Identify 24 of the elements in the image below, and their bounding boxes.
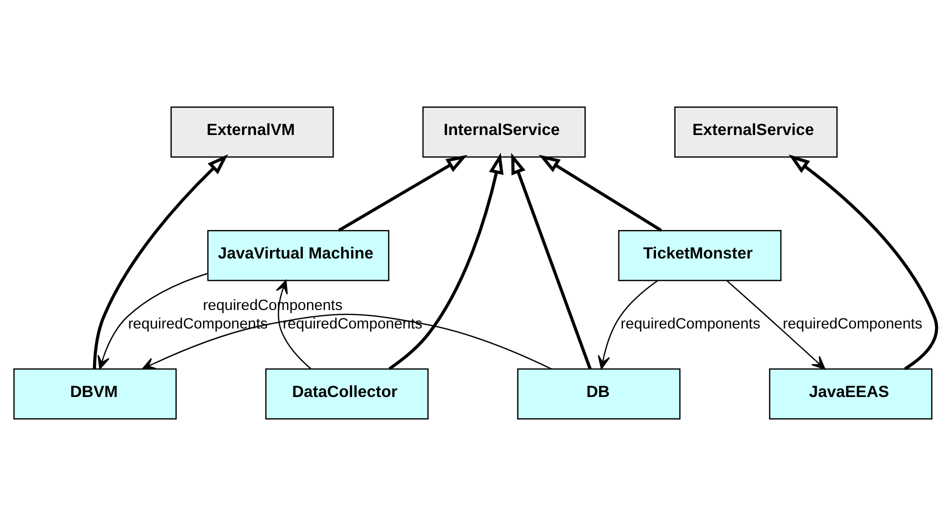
node-box: DataCollector (264, 368, 428, 420)
arrow (597, 280, 658, 370)
arrow (92, 154, 228, 369)
node-box: ExternalVM (170, 106, 334, 158)
arrow (788, 154, 938, 370)
arrow (338, 154, 467, 232)
arrow (275, 280, 311, 370)
arrow (538, 154, 662, 232)
edge-label: requiredComponents (282, 316, 422, 333)
node-box: InternalService (422, 106, 586, 158)
node-box: JavaEEAS (768, 368, 932, 420)
node-box: ExternalService (674, 106, 838, 158)
arrow (726, 280, 825, 370)
node-box: JavaVirtual Machine (206, 230, 389, 282)
arrow (388, 152, 504, 370)
edge-label: requiredComponents (128, 316, 268, 333)
edge-label: requiredComponents (782, 316, 922, 333)
node-box: TicketMonster (618, 230, 782, 282)
arrow (141, 314, 552, 370)
edge-label: requiredComponents (620, 316, 760, 333)
arrow (510, 152, 592, 370)
node-box: DBVM (12, 368, 176, 420)
node-box: DB (516, 368, 680, 420)
arrow (97, 272, 208, 370)
